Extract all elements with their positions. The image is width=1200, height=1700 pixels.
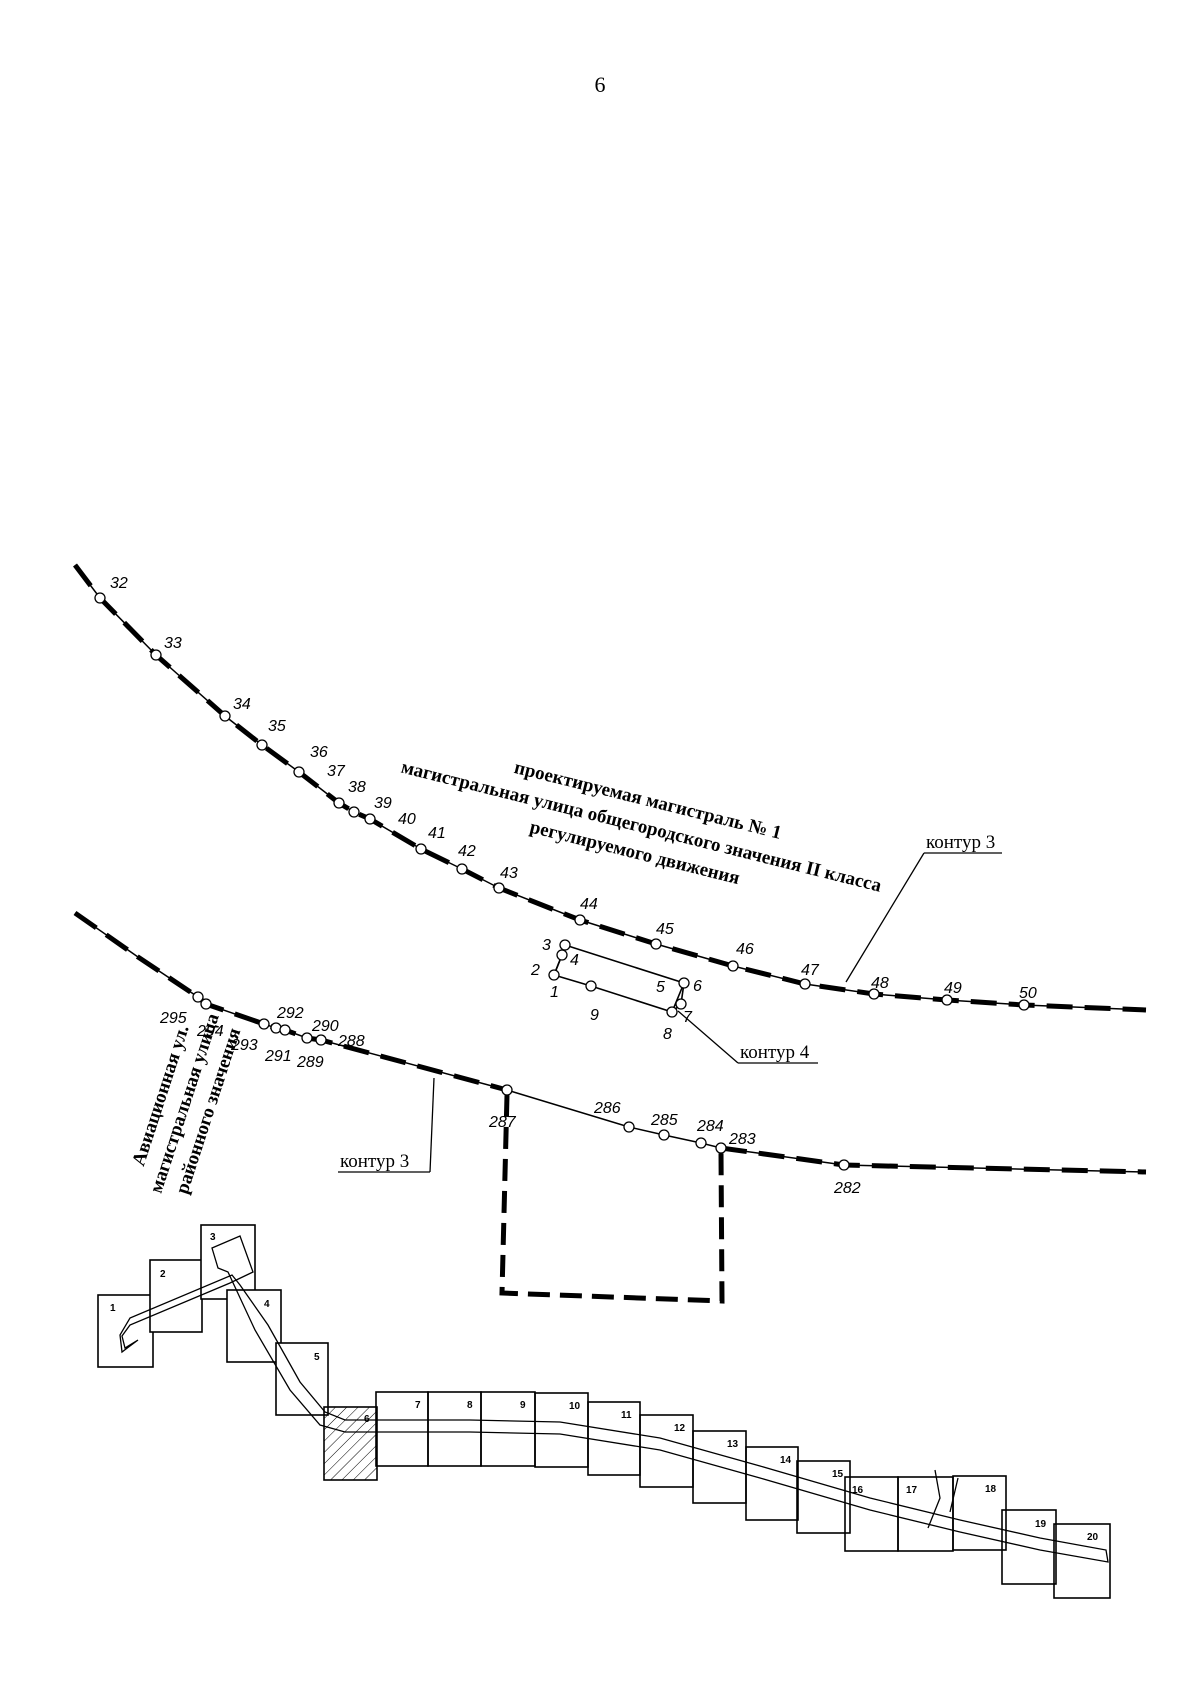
sheet-number: 9 xyxy=(520,1400,526,1411)
sheet-2 xyxy=(149,1259,203,1333)
page-number: 6 xyxy=(594,72,606,97)
sheet-index-road xyxy=(119,1235,1109,1563)
sheet-number: 20 xyxy=(1087,1532,1099,1543)
sheet-18 xyxy=(952,1475,1007,1551)
lower-boundary-markers xyxy=(192,991,850,1171)
side-street-label: Авиационная ул. магистральная улица райо… xyxy=(128,1010,245,1196)
point-label: 49 xyxy=(944,980,962,997)
kontur-3-upper-callout: контур 3 xyxy=(845,832,1002,983)
parcel-kontur-4: 1 2 3 4 5 6 7 8 9 xyxy=(530,937,702,1043)
point-label: 33 xyxy=(164,635,182,652)
sheet-number: 3 xyxy=(210,1232,216,1243)
sheet-number: 19 xyxy=(1035,1519,1047,1530)
sheet-number: 6 xyxy=(364,1414,370,1425)
point-label: 295 xyxy=(159,1010,187,1027)
lower-boundary-west-dash xyxy=(73,910,508,1093)
road-label: проектируемая магистраль № 1 магистральн… xyxy=(399,757,884,897)
point-label: 50 xyxy=(1019,985,1037,1002)
point-label: 46 xyxy=(736,941,754,958)
sheet-14 xyxy=(745,1446,799,1521)
sheet-number: 16 xyxy=(852,1485,864,1496)
sheet-index xyxy=(97,1224,1111,1599)
sheet-number: 18 xyxy=(985,1484,997,1495)
point-label: 283 xyxy=(728,1131,756,1148)
sheet-number: 2 xyxy=(160,1269,166,1280)
point-label: 42 xyxy=(458,843,476,860)
sheet-11 xyxy=(587,1401,641,1476)
sheet-number: 17 xyxy=(906,1485,918,1496)
sheet-number: 7 xyxy=(415,1400,421,1411)
point-label: 40 xyxy=(398,811,416,828)
kontur-3-upper-label: контур 3 xyxy=(926,832,995,853)
point-label: 47 xyxy=(801,962,820,979)
sheet-number: 4 xyxy=(264,1299,270,1310)
sheet-number: 5 xyxy=(314,1352,320,1363)
sheet-8 xyxy=(427,1391,482,1467)
sheet-number: 11 xyxy=(621,1410,632,1421)
point-label: 290 xyxy=(311,1018,339,1035)
kontur-3-lower-callout: контур 3 xyxy=(338,1077,435,1173)
lower-boundary: 295 294 293 292 291 290 289 288 287 286 … xyxy=(73,910,1147,1197)
sheet-15 xyxy=(796,1460,851,1534)
point-label: 36 xyxy=(310,744,328,761)
sheet-number: 12 xyxy=(674,1423,686,1434)
kontur-3-lower-label: контур 3 xyxy=(340,1151,409,1172)
point-label: 34 xyxy=(233,696,251,713)
upper-boundary-labels: 32 33 34 35 36 37 38 39 40 41 42 43 44 4… xyxy=(110,575,1037,1002)
sheet-number: 14 xyxy=(780,1455,792,1466)
point-label: 284 xyxy=(696,1118,724,1135)
point-label: 294 xyxy=(196,1023,224,1040)
point-label: 48 xyxy=(871,975,889,992)
point-label: 6 xyxy=(693,978,702,995)
sheet-number: 15 xyxy=(832,1469,844,1480)
lower-boundary-east-dash xyxy=(720,1145,1147,1175)
point-label: 7 xyxy=(683,1009,693,1026)
upper-boundary-markers xyxy=(94,592,1030,1011)
point-label: 287 xyxy=(488,1114,517,1131)
point-label: 291 xyxy=(264,1048,292,1065)
upper-boundary: 32 33 34 35 36 37 38 39 40 41 42 43 44 4… xyxy=(73,563,1147,1013)
point-label: 41 xyxy=(428,825,446,842)
point-label: 282 xyxy=(833,1180,861,1197)
sheet-6 xyxy=(323,1406,378,1481)
point-label: 4 xyxy=(570,952,579,969)
point-label: 9 xyxy=(590,1007,599,1024)
sheet-number: 1 xyxy=(110,1303,116,1314)
sheet-index-numbers: 1 2 3 4 5 6 7 8 9 10 11 12 13 14 15 16 1… xyxy=(110,1232,1099,1543)
sheet-number: 13 xyxy=(727,1439,739,1450)
kontur-4-callout: контур 4 xyxy=(677,1010,818,1064)
point-label: 285 xyxy=(650,1112,678,1129)
point-label: 289 xyxy=(296,1054,324,1071)
point-label: 293 xyxy=(230,1037,258,1054)
sheet-number: 10 xyxy=(569,1401,581,1412)
point-label: 32 xyxy=(110,575,128,592)
upper-boundary-dash xyxy=(73,563,1147,1013)
point-label: 44 xyxy=(580,896,598,913)
sheet-19 xyxy=(1001,1509,1057,1585)
point-label: 37 xyxy=(327,763,346,780)
lower-boundary-labels: 295 294 293 292 291 290 289 288 287 286 … xyxy=(159,1005,861,1197)
point-label: 43 xyxy=(500,865,518,882)
point-label: 1 xyxy=(550,984,559,1001)
point-label: 286 xyxy=(593,1100,621,1117)
point-label: 8 xyxy=(663,1026,672,1043)
sheet-3 xyxy=(200,1224,256,1300)
dashed-area-boundary xyxy=(499,1094,725,1304)
kontur-4-label: контур 4 xyxy=(740,1042,810,1063)
point-label: 45 xyxy=(656,921,674,938)
point-label: 3 xyxy=(542,937,551,954)
point-label: 39 xyxy=(374,795,392,812)
point-label: 5 xyxy=(656,979,665,996)
point-label: 38 xyxy=(348,779,366,796)
point-label: 288 xyxy=(337,1033,365,1050)
point-label: 2 xyxy=(530,962,540,979)
sheet-4 xyxy=(226,1289,282,1363)
lower-boundary-mid xyxy=(506,1089,722,1149)
sheet-number: 8 xyxy=(467,1400,473,1411)
sheet-20 xyxy=(1053,1523,1111,1599)
sheet-9 xyxy=(480,1391,536,1467)
point-label: 35 xyxy=(268,718,286,735)
point-label: 292 xyxy=(276,1005,304,1022)
